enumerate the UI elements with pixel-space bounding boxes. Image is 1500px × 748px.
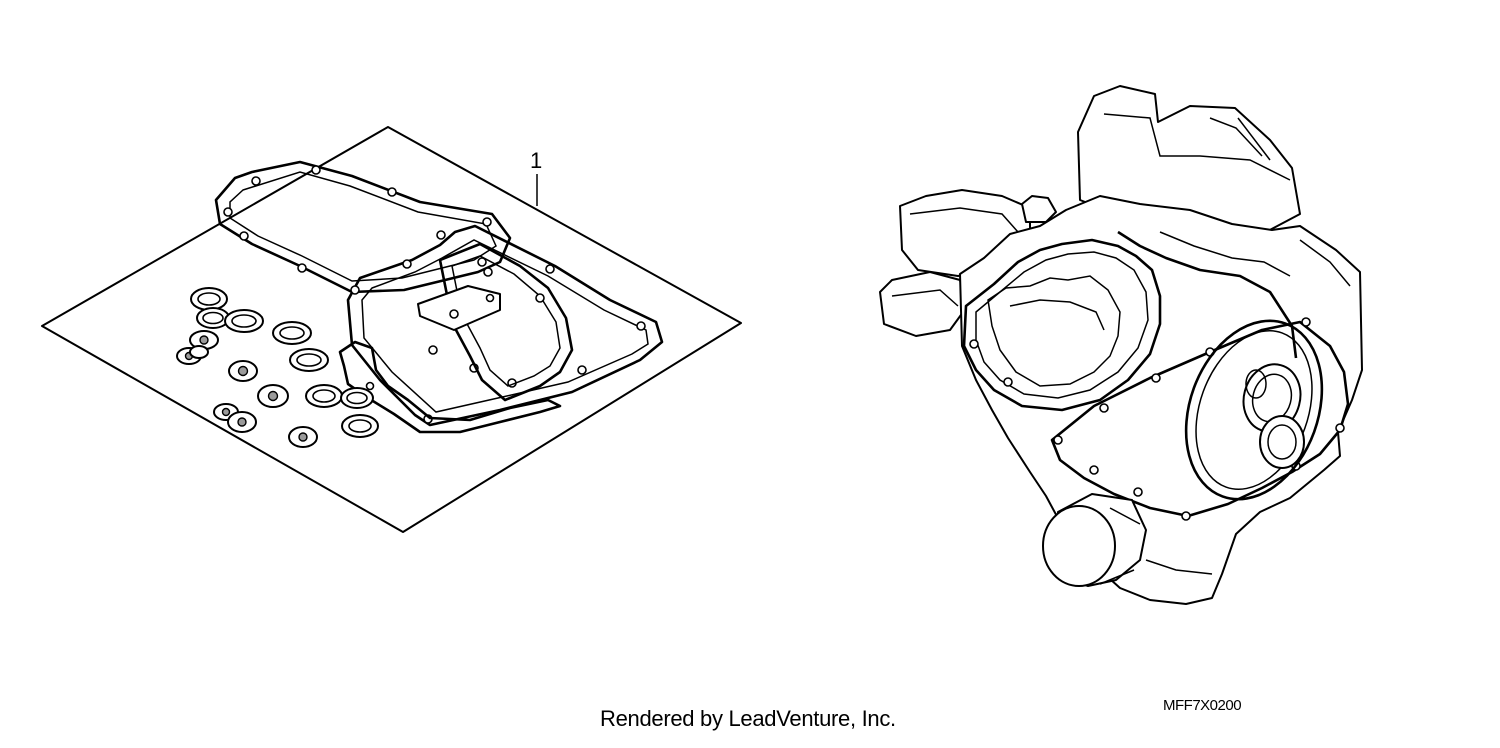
credit-text: Rendered by LeadVenture, Inc. bbox=[600, 706, 896, 731]
diagram-code: MFF7X0200 bbox=[1163, 697, 1242, 714]
engine-illustration-icon bbox=[879, 85, 1363, 605]
gasket-kit-illustration-icon[interactable] bbox=[41, 126, 742, 533]
callout-part-number: 1 bbox=[530, 148, 542, 173]
